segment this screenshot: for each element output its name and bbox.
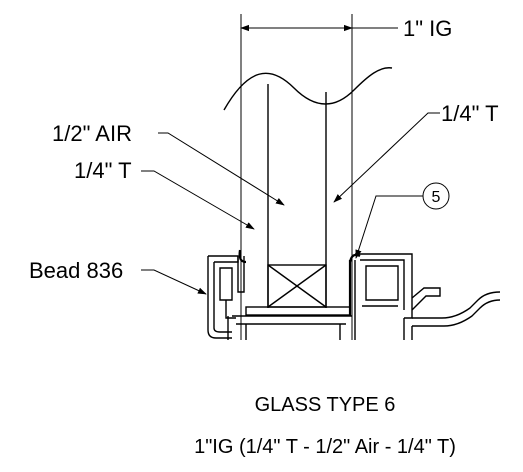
air-gap-leader — [158, 132, 285, 206]
air-gap-label: 1/2" AIR — [52, 121, 132, 146]
bead-836 — [207, 249, 247, 339]
dimension-label: 1" IG — [403, 16, 452, 41]
outer-pane-label: 1/4" T — [441, 101, 499, 126]
glass-unit — [223, 67, 393, 308]
inner-pane-leader — [141, 170, 255, 230]
caption-title: GLASS TYPE 6 — [255, 394, 396, 416]
dimension-line — [240, 14, 398, 340]
setting-block — [227, 306, 352, 340]
spacer-block — [267, 264, 327, 308]
bead-leader — [141, 269, 207, 295]
frame-section — [348, 253, 501, 340]
outer-pane-leader — [333, 112, 440, 203]
detail-marker-number: 5 — [432, 189, 441, 206]
bead-label: Bead 836 — [29, 258, 123, 283]
detail-marker: 5 — [355, 182, 450, 259]
inner-pane-label: 1/4" T — [74, 158, 132, 183]
caption-spec: 1"IG (1/4" T - 1/2" Air - 1/4" T) — [194, 436, 456, 458]
